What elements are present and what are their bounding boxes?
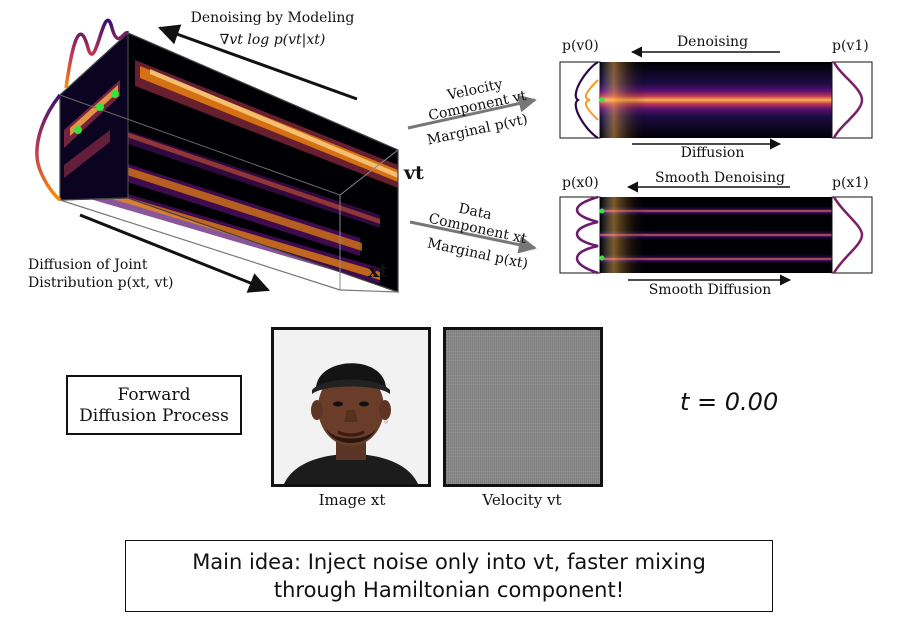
denoise-modeling-label: Denoising by Modeling [190, 10, 355, 26]
diffusion-arrow [79, 213, 270, 293]
x-axis-label: xt [368, 260, 389, 282]
velocity-vt-noise [443, 327, 603, 487]
velocity-panel [559, 46, 873, 150]
main-idea-line2: through Hamiltonian component! [273, 578, 625, 602]
forward-diffusion-box: Forward Diffusion Process [66, 375, 242, 435]
p-x1-label: p(x1) [832, 175, 869, 191]
portrait-image [274, 330, 428, 484]
main-idea-line1: Main idea: Inject noise only into vt, fa… [192, 550, 706, 574]
joint-marginal-curve-top [64, 18, 130, 89]
sample-marker [74, 126, 82, 134]
image-caption: Image xt [318, 491, 386, 509]
p-v0-label: p(v0) [562, 38, 599, 54]
sample-marker [111, 90, 119, 98]
main-idea-box: Main idea: Inject noise only into vt, fa… [125, 540, 773, 612]
velocity-caption: Velocity vt [482, 491, 562, 509]
forward-label-line2: Diffusion Process [79, 406, 229, 426]
image-xt-frame [271, 327, 431, 487]
sample-marker [96, 103, 104, 111]
score-formula: ∇vt log p(vt|xt) [219, 32, 326, 48]
data-arrow [409, 220, 537, 254]
denoising-label: Denoising [676, 34, 749, 50]
joint-marginal-curve-left [35, 93, 62, 202]
joint-distribution-box [59, 31, 399, 293]
forward-label-line1: Forward [117, 385, 191, 405]
p-x0-label: p(x0) [562, 175, 599, 191]
diffusion-diagram [35, 18, 873, 293]
time-readout: t = 0.00 [680, 388, 779, 416]
p-v1-label: p(v1) [832, 38, 869, 54]
denoise-arrow [158, 24, 358, 101]
diffusion-joint-line2: Distribution p(xt, vt) [28, 275, 174, 291]
diffusion-label: Diffusion [680, 145, 745, 161]
diffusion-joint-line1: Diffusion of Joint [28, 257, 148, 273]
velocity-arrow [407, 94, 537, 130]
smooth-denoising-label: Smooth Denoising [655, 170, 785, 186]
data-panel [559, 181, 873, 286]
v-axis-label: vt [404, 162, 424, 184]
smooth-diffusion-label: Smooth Diffusion [648, 282, 772, 298]
